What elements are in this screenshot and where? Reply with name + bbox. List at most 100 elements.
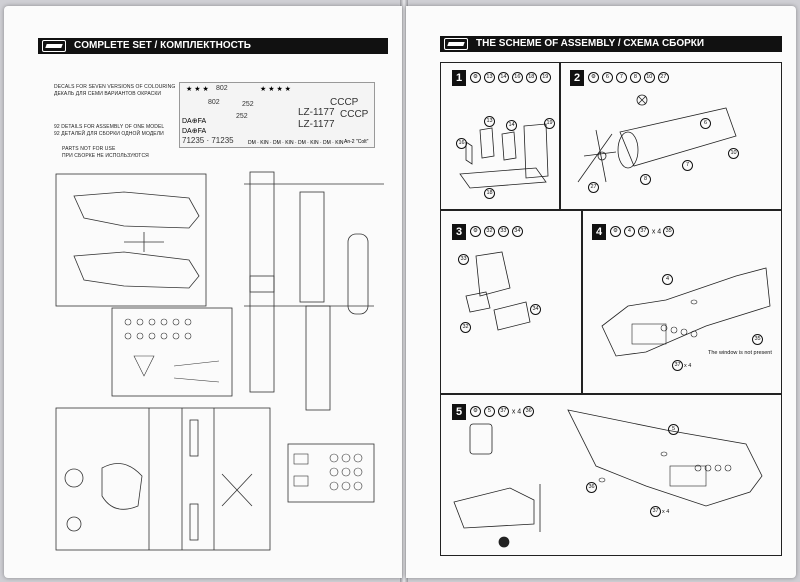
details-text-ru: 92 ДЕТАЛЕЙ ДЛЯ СБОРКИ ОДНОЙ МОДЕЛИ bbox=[54, 131, 164, 137]
right-header: THE SCHEME OF ASSEMBLY / СХЕМА СБОРКИ bbox=[440, 36, 782, 52]
part-callout: 18 bbox=[525, 72, 537, 83]
right-page: THE SCHEME OF ASSEMBLY / СХЕМА СБОРКИ 1 … bbox=[406, 6, 796, 578]
callout-35: 35 bbox=[752, 334, 764, 345]
callout-label: 16 bbox=[456, 138, 467, 149]
book-gutter bbox=[400, 0, 408, 582]
callout-label: 37 bbox=[650, 506, 661, 517]
cockpit-floor bbox=[459, 167, 547, 189]
step-3-parts: ⚙ 32 33 34 bbox=[470, 226, 524, 237]
part-callout: 32 bbox=[483, 226, 495, 237]
step-1-number: 1 bbox=[452, 70, 466, 86]
glue-icon: ⚙ bbox=[610, 226, 621, 237]
callout-multiplier: x 4 bbox=[662, 508, 670, 515]
callout-label: 27 bbox=[588, 182, 599, 193]
step-5-parts: ⚙ 5 37 x 4 36 bbox=[470, 406, 535, 417]
callout-33: 33 bbox=[458, 254, 470, 265]
callout-label: 32 bbox=[460, 322, 471, 333]
callout-14: 14 bbox=[506, 120, 518, 131]
callout-18: 18 bbox=[484, 188, 496, 199]
callout-label: 33 bbox=[458, 254, 469, 265]
window-insert bbox=[469, 423, 493, 455]
wing-upper-left bbox=[249, 171, 275, 293]
callout-36: 36 bbox=[586, 482, 598, 493]
step-4-box bbox=[582, 210, 782, 394]
callout-label: 13 bbox=[484, 116, 495, 127]
callout-multiplier: x 4 bbox=[684, 362, 692, 369]
callout-label: 7 bbox=[682, 160, 693, 171]
callout-label: 36 bbox=[586, 482, 597, 493]
decal-reg-1: LZ-1177 bbox=[298, 107, 335, 118]
part-callout: 10 bbox=[643, 72, 655, 83]
part-callout: 19 bbox=[539, 72, 551, 83]
step-2-parts: ⚙ 6 7 8 10 27 bbox=[588, 72, 670, 83]
part-callout: 37 bbox=[497, 406, 509, 417]
glue-icon: ⚙ bbox=[470, 406, 481, 417]
decal-802-b: 802 bbox=[208, 99, 220, 106]
decals-text-ru: ДЕКАЛЬ ДЛЯ СЕМИ ВАРИАНТОВ ОКРАСКИ bbox=[54, 91, 162, 97]
callout-label: 34 bbox=[530, 304, 541, 315]
wing-upper-right bbox=[299, 191, 325, 303]
callout-label: 8 bbox=[640, 174, 651, 185]
callout-4: 4 bbox=[662, 274, 674, 285]
glue-icon: ⚙ bbox=[588, 72, 599, 83]
callout-label: 5 bbox=[668, 424, 679, 435]
fuselage-sprue-frame bbox=[55, 173, 207, 307]
decal-802-a: 802 bbox=[216, 85, 228, 92]
left-header-title: COMPLETE SET / КОМПЛЕКТНОСТЬ bbox=[74, 40, 251, 51]
part-callout: 35 bbox=[663, 226, 675, 237]
callout-8: 8 bbox=[640, 174, 652, 185]
callout-34: 34 bbox=[530, 304, 542, 315]
decal-252-b: 252 bbox=[236, 113, 248, 120]
wing-lower-right bbox=[305, 305, 331, 411]
fuselage-half-upper bbox=[73, 191, 200, 229]
step-2-number: 2 bbox=[570, 70, 584, 86]
part-callout: 5 bbox=[483, 406, 495, 417]
part-callout: 34 bbox=[511, 226, 523, 237]
decal-reg-2: LZ-1177 bbox=[298, 119, 335, 130]
step-5-box bbox=[440, 394, 782, 556]
unused-text-ru: ПРИ СБОРКЕ НЕ ИСПОЛЬЗУЮТСЯ bbox=[62, 153, 149, 159]
step-5-number: 5 bbox=[452, 404, 466, 420]
fuselage-half-lower bbox=[73, 251, 200, 289]
callout-label: 10 bbox=[728, 148, 739, 159]
step-3-box bbox=[440, 210, 582, 394]
decal-stars-2: ★ ★ ★ ★ bbox=[260, 86, 291, 93]
step-3-number: 3 bbox=[452, 224, 466, 240]
wing-lower-left bbox=[249, 275, 275, 393]
callout-7: 7 bbox=[682, 160, 694, 171]
wheel-sprue bbox=[287, 443, 375, 503]
fuselage-half-4 bbox=[601, 267, 771, 357]
bottom-sprue bbox=[55, 407, 271, 551]
glue-icon: ⚙ bbox=[470, 72, 481, 83]
right-header-title: THE SCHEME OF ASSEMBLY / СХЕМА СБОРКИ bbox=[476, 38, 705, 49]
callout-27: 27 bbox=[588, 182, 600, 193]
decal-252-a: 252 bbox=[242, 101, 254, 108]
part-callout: 8 bbox=[629, 72, 641, 83]
glue-icon: ⚙ bbox=[470, 226, 481, 237]
fuselage-assembled bbox=[453, 487, 535, 529]
callout-19: 19 bbox=[544, 118, 556, 129]
unused-text-en: PARTS NOT FOR USE bbox=[62, 146, 116, 152]
callout-13: 13 bbox=[484, 116, 496, 127]
assembly-drawings bbox=[453, 94, 771, 548]
decal-stars: ★ ★ ★ bbox=[186, 86, 209, 93]
canopy-side bbox=[493, 301, 531, 331]
sprue-drawings bbox=[55, 171, 384, 551]
decals-text-en: DECALS FOR SEVEN VERSIONS OF COLOURING bbox=[54, 84, 176, 90]
aircraft-logo-icon bbox=[42, 40, 66, 52]
left-page: COMPLETE SET / КОМПЛЕКТНОСТЬ DECALS FOR … bbox=[4, 6, 402, 578]
callout-label: 35 bbox=[752, 334, 763, 345]
decal-model-name: An-2 "Colt" bbox=[344, 139, 369, 145]
fuselage-half-5 bbox=[567, 409, 763, 507]
callout-5: 5 bbox=[668, 424, 680, 435]
decal-da-fa-2: DA⊕FA bbox=[182, 128, 207, 135]
step-1-box bbox=[440, 62, 560, 210]
left-header: COMPLETE SET / КОМПЛЕКТНОСТЬ bbox=[38, 38, 388, 54]
step-4-parts: ⚙ 4 37 x 4 35 bbox=[610, 226, 675, 237]
step-4-note: The window is not present bbox=[708, 350, 772, 356]
callout-10: 10 bbox=[728, 148, 740, 159]
part-callout: 37 bbox=[637, 226, 649, 237]
callout-label: 6 bbox=[700, 118, 711, 129]
